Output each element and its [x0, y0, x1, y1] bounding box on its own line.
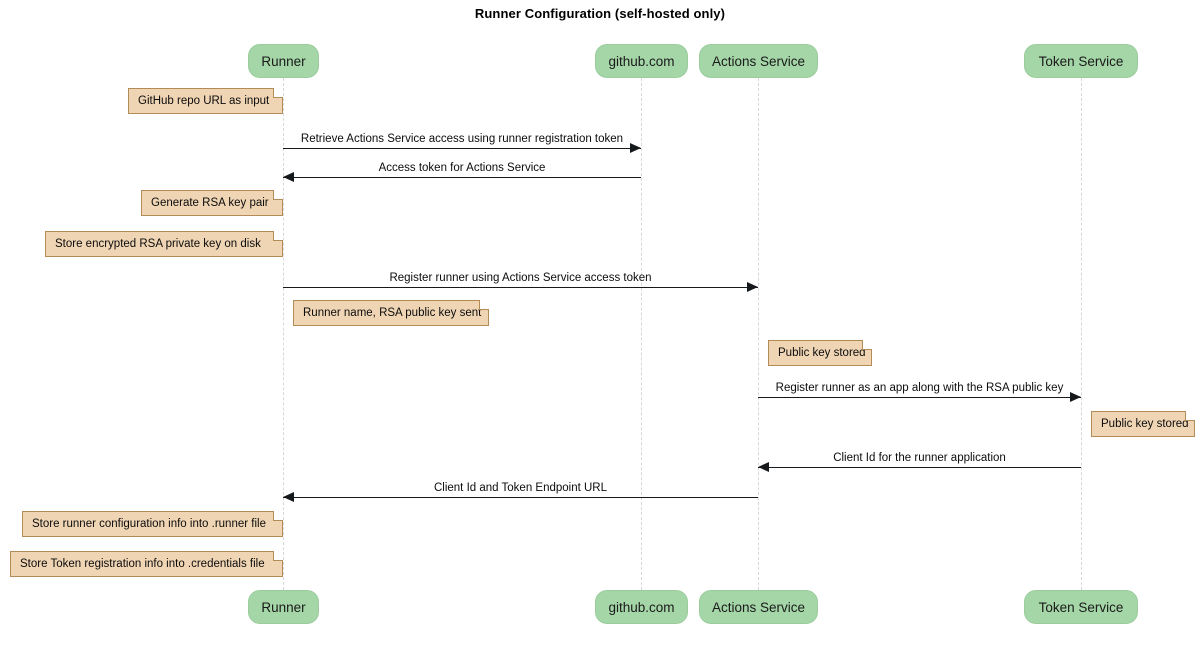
participant-actions-top[interactable]: Actions Service — [699, 44, 818, 78]
lifeline-actions — [758, 78, 759, 590]
msg-register-runner-line — [283, 287, 758, 288]
msg-register-app-line — [758, 397, 1081, 398]
note-text: Store encrypted RSA private key on disk — [55, 238, 261, 250]
msg-retrieve-access-label: Retrieve Actions Service access using ru… — [300, 133, 624, 145]
note-text: Store runner configuration info into .ru… — [32, 518, 266, 530]
msg-client-id-arrowhead — [758, 462, 769, 472]
msg-retrieve-access-line — [283, 148, 641, 149]
msg-retrieve-access-arrowhead — [630, 143, 641, 153]
note-public-key-stored-actions: Public key stored — [768, 340, 872, 366]
note-text: Public key stored — [1101, 418, 1189, 430]
participant-label: Token Service — [1038, 53, 1124, 69]
msg-client-id-endpoint-label: Client Id and Token Endpoint URL — [433, 482, 608, 494]
msg-access-token-line — [283, 177, 641, 178]
participant-label: Runner — [261, 599, 306, 615]
lifeline-runner — [283, 78, 284, 590]
participant-label: Token Service — [1038, 599, 1124, 615]
participant-label: Actions Service — [711, 53, 806, 69]
note-generate-rsa: Generate RSA key pair — [141, 190, 283, 216]
participant-token-bottom[interactable]: Token Service — [1024, 590, 1138, 624]
participant-label: github.com — [608, 53, 675, 69]
page-title: Runner Configuration (self-hosted only) — [474, 6, 726, 21]
participant-runner-top[interactable]: Runner — [248, 44, 319, 78]
note-text: Runner name, RSA public key sent — [303, 307, 482, 319]
msg-client-id-line — [758, 467, 1081, 468]
msg-access-token-label: Access token for Actions Service — [378, 162, 546, 174]
note-public-key-stored-token: Public key stored — [1091, 411, 1195, 437]
note-text: Generate RSA key pair — [151, 197, 269, 209]
msg-register-app-label: Register runner as an app along with the… — [775, 382, 1064, 394]
participant-label: github.com — [608, 599, 675, 615]
note-github-repo-url: GitHub repo URL as input — [128, 88, 283, 114]
msg-client-id-endpoint-arrowhead — [283, 492, 294, 502]
participant-actions-bottom[interactable]: Actions Service — [699, 590, 818, 624]
lifeline-github — [641, 78, 642, 590]
lifeline-token — [1081, 78, 1082, 590]
participant-token-top[interactable]: Token Service — [1024, 44, 1138, 78]
msg-client-id-endpoint-line — [283, 497, 758, 498]
msg-register-runner-label: Register runner using Actions Service ac… — [389, 272, 652, 284]
participant-label: Actions Service — [711, 599, 806, 615]
participant-github-bottom[interactable]: github.com — [595, 590, 688, 624]
participant-github-top[interactable]: github.com — [595, 44, 688, 78]
note-store-token-registration: Store Token registration info into .cred… — [10, 551, 283, 577]
note-text: Store Token registration info into .cred… — [20, 558, 265, 570]
participant-label: Runner — [261, 53, 306, 69]
msg-register-runner-arrowhead — [747, 282, 758, 292]
msg-access-token-arrowhead — [283, 172, 294, 182]
note-text: Public key stored — [778, 347, 866, 359]
note-store-runner-config: Store runner configuration info into .ru… — [22, 511, 283, 537]
participant-runner-bottom[interactable]: Runner — [248, 590, 319, 624]
msg-register-app-arrowhead — [1070, 392, 1081, 402]
note-text: GitHub repo URL as input — [138, 95, 270, 107]
msg-client-id-label: Client Id for the runner application — [833, 452, 1006, 464]
note-runner-name-key: Runner name, RSA public key sent — [293, 300, 489, 326]
note-store-private-key: Store encrypted RSA private key on disk — [45, 231, 283, 257]
